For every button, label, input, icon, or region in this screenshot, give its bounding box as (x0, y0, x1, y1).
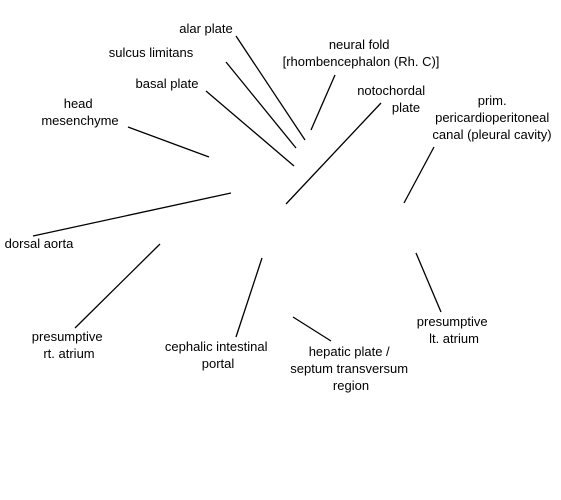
leader-line-presumptive-lt-atrium (415, 252, 442, 313)
label-pericardioperitoneal-canal: prim. pericardioperitoneal canal (pleura… (432, 93, 553, 142)
leader-line-neural-fold (310, 74, 336, 131)
label-head-mesenchyme: head mesenchyme (41, 96, 118, 128)
leader-line-sulcus-limitans (225, 61, 297, 149)
label-dorsal-aorta: dorsal aorta (5, 236, 74, 251)
leader-line-presumptive-rt-atrium (74, 243, 161, 329)
label-hepatic-plate: hepatic plate / septum transversum regio… (290, 344, 411, 393)
label-sulcus-limitans: sulcus limitans (109, 45, 194, 60)
label-basal-plate: basal plate (136, 76, 199, 91)
leader-line-pericardioperitoneal-canal (403, 146, 435, 204)
leader-line-basal-plate (205, 90, 295, 167)
leader-line-head-mesenchyme (127, 126, 210, 158)
leader-line-cephalic-intestinal-portal (235, 257, 263, 338)
leader-line-dorsal-aorta (32, 192, 232, 237)
leader-line-alar-plate (235, 35, 306, 141)
label-presumptive-lt-atrium: presumptive lt. atrium (417, 314, 491, 346)
label-neural-fold: neural fold [rhombencephalon (Rh. C)] (283, 37, 440, 69)
leader-line-hepatic-plate (292, 316, 332, 342)
label-notochordal-plate: notochordal plate (357, 83, 429, 115)
label-alar-plate: alar plate (179, 21, 232, 36)
leader-lines (32, 35, 442, 342)
label-presumptive-rt-atrium: presumptive rt. atrium (32, 329, 106, 361)
leader-line-notochordal-plate (285, 102, 382, 205)
label-cephalic-intestinal-portal: cephalic intestinal portal (165, 339, 271, 371)
